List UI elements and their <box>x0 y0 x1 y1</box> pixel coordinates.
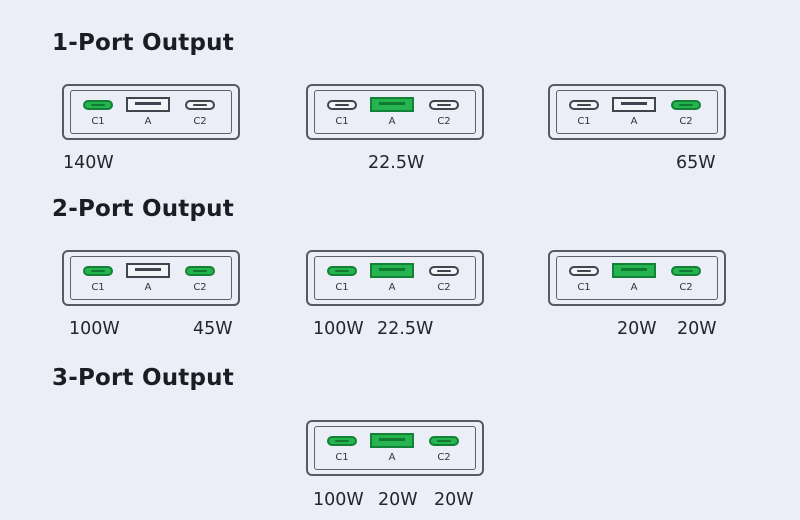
port-label: C1 <box>91 116 105 127</box>
wattage-label: 100W <box>313 319 364 339</box>
power-bank-diagram: C1 A C2 <box>306 250 484 306</box>
usb-c-port-icon <box>185 266 215 276</box>
wattage-label: 100W <box>313 490 364 510</box>
wattage-label: 65W <box>676 153 716 173</box>
wattage-label: 22.5W <box>368 153 425 173</box>
port-label: C2 <box>679 282 693 293</box>
usb-c-port-icon <box>671 100 701 110</box>
usb-c-port-icon <box>83 100 113 110</box>
port-c2-active: C2 <box>669 261 703 293</box>
port-label: A <box>388 282 396 293</box>
power-bank-diagram: C1 A C2 <box>548 84 726 140</box>
port-panel <box>70 256 232 300</box>
port-panel <box>314 426 476 470</box>
port-label: A <box>144 116 152 127</box>
port-c1-active: C1 <box>325 431 359 463</box>
port-a-active: A <box>369 431 415 463</box>
port-panel <box>556 256 718 300</box>
port-c1-idle: C1 <box>567 261 601 293</box>
port-c2-active: C2 <box>427 431 461 463</box>
wattage-label: 22.5W <box>377 319 434 339</box>
port-label: A <box>388 116 396 127</box>
port-a-active: A <box>611 261 657 293</box>
port-label: C1 <box>335 282 349 293</box>
port-label: C2 <box>193 282 207 293</box>
port-label: C2 <box>193 116 207 127</box>
port-label: A <box>630 282 638 293</box>
section-title-1-port: 1-Port Output <box>52 30 234 56</box>
port-c1-active: C1 <box>325 261 359 293</box>
usb-c-port-icon <box>569 266 599 276</box>
port-c2-active: C2 <box>183 261 217 293</box>
usb-a-port-icon <box>126 97 170 112</box>
port-c2-active: C2 <box>669 95 703 127</box>
wattage-label: 20W <box>434 490 474 510</box>
wattage-label: 100W <box>69 319 120 339</box>
port-c2-idle: C2 <box>183 95 217 127</box>
power-bank-diagram: C1 A C2 <box>62 250 240 306</box>
usb-c-port-icon <box>327 100 357 110</box>
port-label: C1 <box>577 116 591 127</box>
port-panel <box>314 90 476 134</box>
port-a-idle: A <box>125 95 171 127</box>
usb-c-port-icon <box>429 436 459 446</box>
port-c2-idle: C2 <box>427 95 461 127</box>
usb-c-port-icon <box>327 436 357 446</box>
port-label: C2 <box>679 116 693 127</box>
usb-a-port-icon <box>370 263 414 278</box>
port-c1-idle: C1 <box>325 95 359 127</box>
wattage-label: 20W <box>677 319 717 339</box>
power-bank-diagram: C1 A C2 <box>306 84 484 140</box>
port-label: C1 <box>577 282 591 293</box>
usb-c-port-icon <box>429 266 459 276</box>
usb-a-port-icon <box>612 97 656 112</box>
wattage-label: 20W <box>617 319 657 339</box>
port-panel <box>70 90 232 134</box>
port-label: C1 <box>335 452 349 463</box>
port-label: A <box>388 452 396 463</box>
port-label: C2 <box>437 282 451 293</box>
wattage-label: 45W <box>193 319 233 339</box>
usb-a-port-icon <box>370 97 414 112</box>
usb-c-port-icon <box>83 266 113 276</box>
port-a-idle: A <box>611 95 657 127</box>
power-bank-diagram: C1 A C2 <box>548 250 726 306</box>
port-label: C2 <box>437 452 451 463</box>
usb-a-port-icon <box>612 263 656 278</box>
port-c1-active: C1 <box>81 95 115 127</box>
port-c1-active: C1 <box>81 261 115 293</box>
usb-c-port-icon <box>327 266 357 276</box>
port-panel <box>556 90 718 134</box>
usb-c-port-icon <box>185 100 215 110</box>
port-panel <box>314 256 476 300</box>
port-label: C2 <box>437 116 451 127</box>
usb-c-port-icon <box>671 266 701 276</box>
section-title-3-port: 3-Port Output <box>52 365 234 391</box>
wattage-label: 20W <box>378 490 418 510</box>
port-a-active: A <box>369 95 415 127</box>
port-a-active: A <box>369 261 415 293</box>
wattage-label: 140W <box>63 153 114 173</box>
power-bank-diagram: C1 A C2 <box>306 420 484 476</box>
usb-a-port-icon <box>370 433 414 448</box>
port-a-idle: A <box>125 261 171 293</box>
port-label: A <box>144 282 152 293</box>
port-label: C1 <box>335 116 349 127</box>
port-label: C1 <box>91 282 105 293</box>
port-c2-idle: C2 <box>427 261 461 293</box>
section-title-2-port: 2-Port Output <box>52 196 234 222</box>
port-label: A <box>630 116 638 127</box>
usb-c-port-icon <box>429 100 459 110</box>
usb-a-port-icon <box>126 263 170 278</box>
power-bank-diagram: C1 A C2 <box>62 84 240 140</box>
port-c1-idle: C1 <box>567 95 601 127</box>
usb-c-port-icon <box>569 100 599 110</box>
